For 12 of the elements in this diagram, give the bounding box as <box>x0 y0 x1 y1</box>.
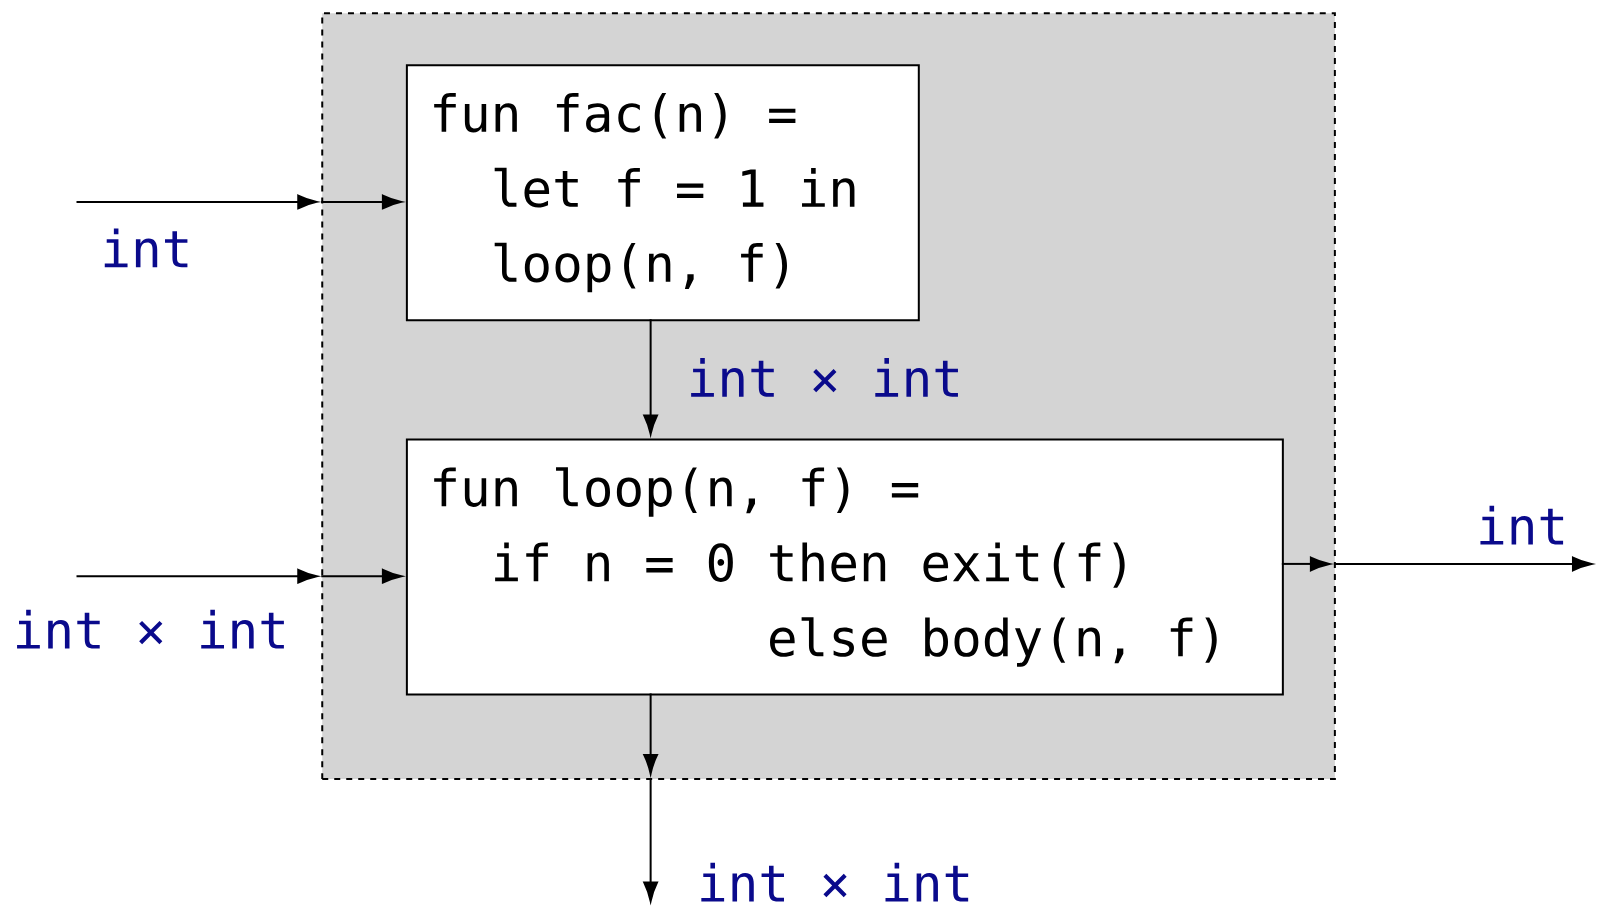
code-box: fun fac(n) = let f = 1 in loop(n, f) <box>405 64 920 322</box>
edge-label: int × int <box>691 358 958 397</box>
arrow <box>75 194 403 210</box>
arrow <box>75 569 403 584</box>
edge-label: int <box>1480 506 1564 545</box>
edge-label: int <box>104 228 188 268</box>
arrow <box>643 692 658 903</box>
edge-label: int × int <box>17 610 284 649</box>
arrow <box>643 318 658 436</box>
edge-label: int × int <box>701 862 969 902</box>
arrow <box>1280 556 1593 572</box>
code-box: fun loop(n, f) = if n = 0 then exit(f) else body(n, f) <box>405 438 1284 696</box>
